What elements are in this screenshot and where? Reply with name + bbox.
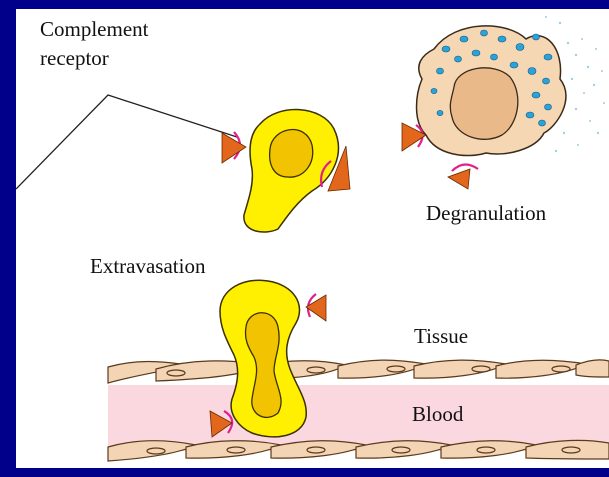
receptor-pointer-line: [16, 95, 237, 189]
complement-receptor-4: [448, 164, 478, 189]
degranulation-label: Degranulation: [426, 201, 547, 225]
complement-receptor-label-line2: receptor: [40, 46, 109, 70]
blood-lumen: [108, 385, 609, 451]
complement-receptor-label-line1: Complement: [40, 17, 149, 41]
complement-receptor-5: [306, 294, 326, 321]
mast-cell: [417, 16, 606, 156]
blood-label: Blood: [412, 402, 464, 426]
tissue-label: Tissue: [414, 324, 468, 348]
complement-diagram: Complement receptor Degranulation Extrav…: [16, 9, 609, 468]
leukocyte-extravasating: [220, 280, 306, 437]
leukocyte-upper: [244, 110, 339, 233]
diagram-panel: Complement receptor Degranulation Extrav…: [16, 9, 609, 468]
endothelium-top: [108, 360, 609, 383]
extravasation-label: Extravasation: [90, 254, 206, 278]
